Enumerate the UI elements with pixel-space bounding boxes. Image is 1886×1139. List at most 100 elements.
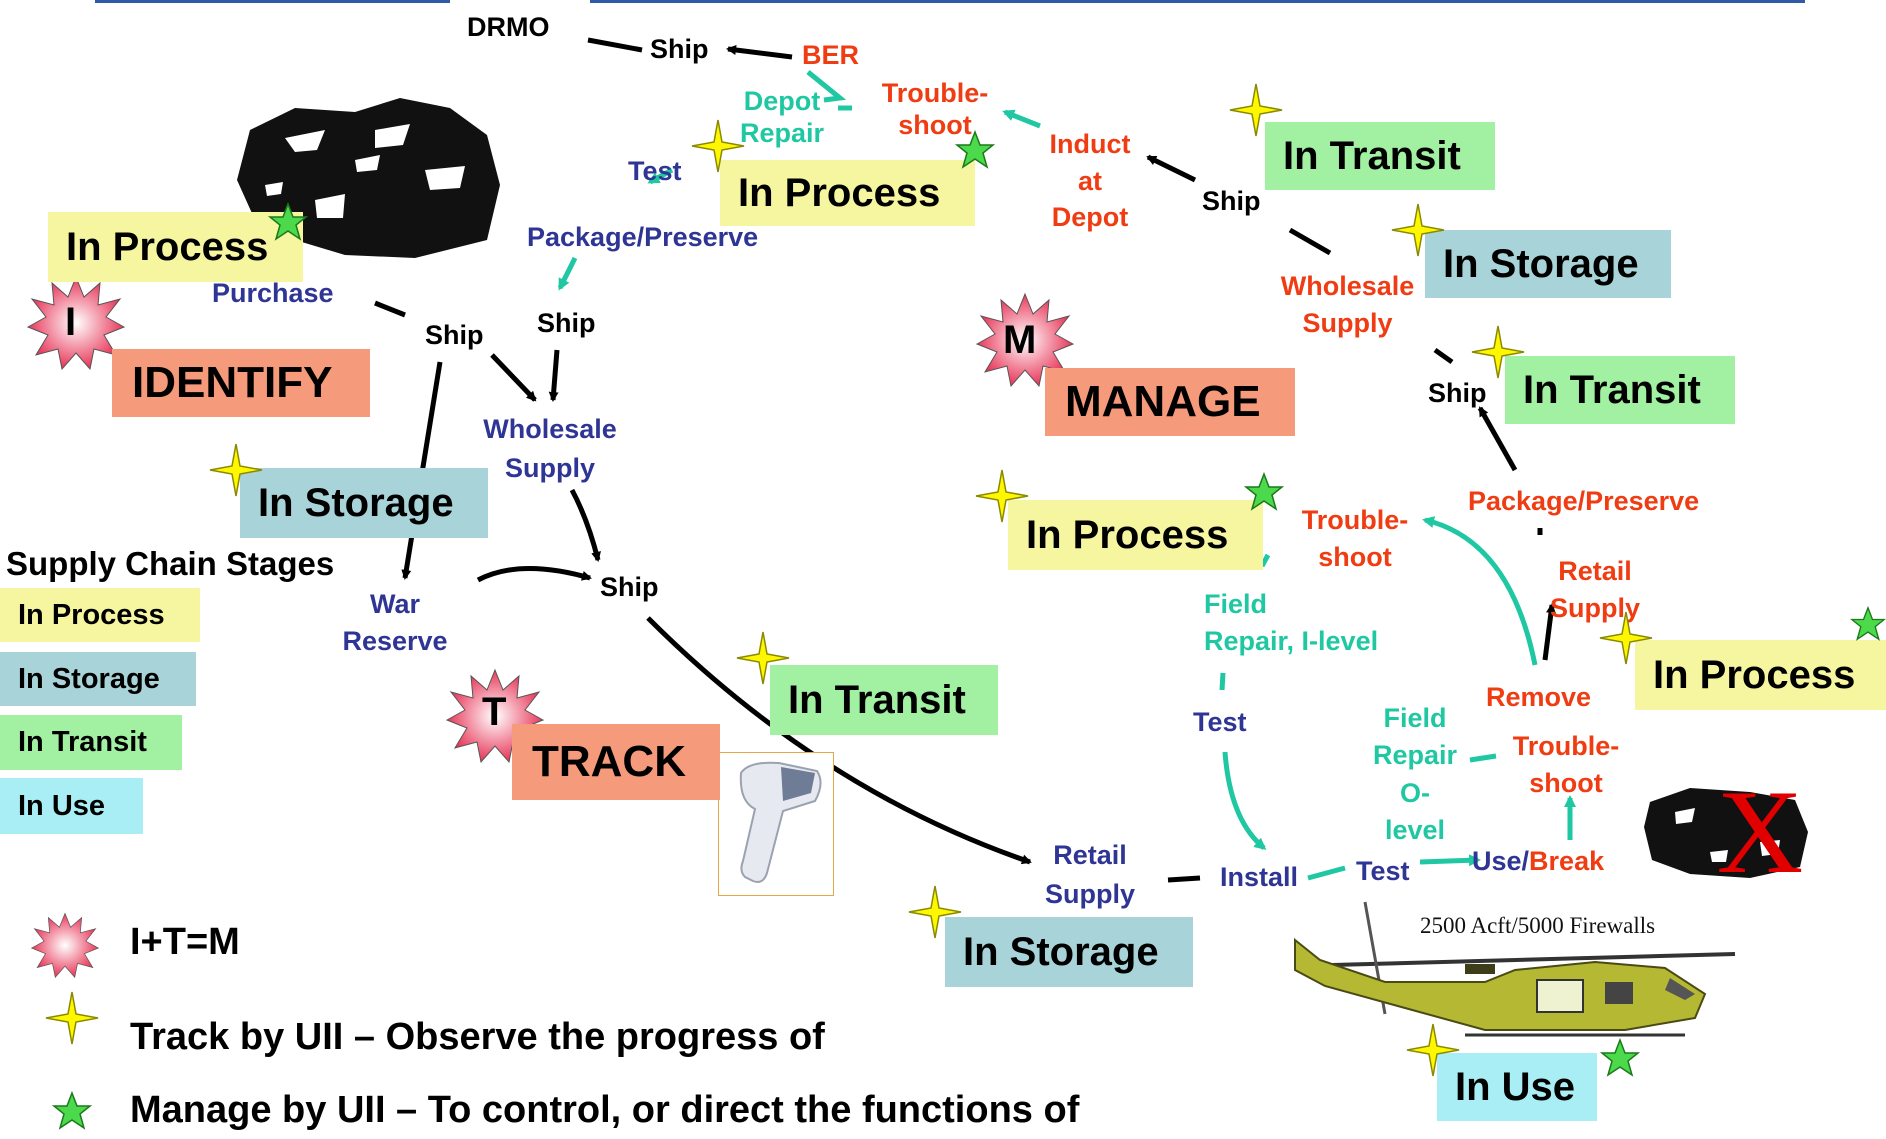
arrow-retail-to-install <box>1167 875 1201 883</box>
track-star-icon <box>691 119 745 173</box>
stage-box-in-transit: In Transit <box>1505 356 1735 424</box>
arrow-test-to-use <box>1419 854 1481 867</box>
node-use-break: Use/Break <box>1472 846 1604 878</box>
arrow-ship-to-induct <box>1146 154 1197 183</box>
track-label: TRACK <box>532 737 686 786</box>
node-package-preserve: Package/Preserve <box>527 222 759 252</box>
node-troubleshoot-depot: Trouble- shoot <box>881 78 989 140</box>
legend-formula: I+T=M <box>130 921 240 963</box>
track-star-icon <box>1599 611 1653 665</box>
node-induct-at-depot: Induct at Depot <box>1049 129 1131 233</box>
node-purchase: Purchase <box>212 278 334 308</box>
node-drmo: DRMO <box>467 12 550 42</box>
stage-box-in-use: In Use <box>1437 1053 1597 1121</box>
stage-box-in-process: In Process <box>720 160 975 226</box>
legend-track-text: Track by UII – Observe the progress of <box>130 1016 825 1058</box>
arrow-test-to-install <box>1222 751 1267 850</box>
node-field-repair-o-level: Field Repair O- level <box>1372 703 1458 845</box>
helicopter-caption: 2500 Acft/5000 Firewalls <box>1420 913 1656 938</box>
node-package-preserve-right: Package/Preserve <box>1468 486 1700 516</box>
stage-box-in-storage: In Storage <box>945 917 1193 987</box>
node-ship: Ship <box>1202 186 1261 216</box>
node-install: Install <box>1220 862 1299 892</box>
arrow-purchase-to-ship <box>374 300 406 318</box>
node-wholesale-supply-right: Wholesale Supply <box>1280 271 1415 339</box>
arrow-wholesale-to-ship <box>1288 227 1332 256</box>
arrow-field-o-to-troubleshoot <box>1469 753 1497 763</box>
arrow-troubleshoot-to-remove <box>1422 516 1538 666</box>
identify-phase-box: IDENTIFY <box>112 349 370 417</box>
node-break: Break <box>1529 846 1605 876</box>
barcode-scanner-photo-frame <box>718 752 834 896</box>
node-wholesale-supply: Wholesale Supply <box>483 414 617 484</box>
top-rule-gap <box>450 0 590 6</box>
node-ber: BER <box>802 40 860 70</box>
arrow-field-to-test <box>1219 672 1226 691</box>
legend-manage-text: Manage by UII – To control, or direct th… <box>130 1089 1080 1131</box>
node-field-repair-i-level: Field Repair, I-level <box>1204 589 1379 657</box>
track-star-icon <box>1406 1023 1460 1077</box>
manage-star-icon <box>955 130 995 169</box>
manage-label: MANAGE <box>1065 377 1261 426</box>
track-phase-box: TRACK <box>512 724 720 800</box>
x-mark: X <box>1716 765 1804 898</box>
arrow-test-to-package <box>647 167 674 185</box>
node-troubleshoot-o-level: Trouble- shoot <box>1512 731 1620 799</box>
track-letter: T <box>482 690 507 734</box>
identify-label: IDENTIFY <box>132 358 333 407</box>
arrow-ship-down <box>548 349 560 402</box>
track-star-legend-icon <box>45 991 99 1045</box>
arrow-ber-to-depot <box>806 70 847 103</box>
manage-star-icon <box>268 202 308 241</box>
node-use: Use/ <box>1472 846 1530 876</box>
node-test: Test <box>1356 856 1410 886</box>
node-remove: Remove <box>1486 682 1592 712</box>
identify-burst-icon <box>26 275 126 370</box>
legend-item-in-process: In Process <box>0 588 200 642</box>
track-star-icon <box>1229 83 1283 137</box>
legend-title: Supply Chain Stages <box>6 545 335 582</box>
track-star-icon <box>209 443 263 497</box>
arrow-war-reserve-to-ship <box>476 565 592 583</box>
arrow-induct-to-troubleshoot <box>1002 109 1041 129</box>
stage-box-in-process: In Process <box>1008 500 1263 570</box>
stage-box-in-transit: In Transit <box>770 665 998 735</box>
track-star-icon <box>736 631 790 685</box>
stage-box-in-process: In Process <box>48 212 303 282</box>
node-ship: Ship <box>600 572 659 602</box>
manage-burst-icon <box>975 292 1075 387</box>
manage-star-icon <box>1600 1038 1640 1077</box>
manage-letter: M <box>1003 318 1037 362</box>
stage-box-in-process: In Process <box>1635 640 1886 710</box>
stage-box-in-storage: In Storage <box>1425 230 1671 298</box>
arrow-troubleshoot-to-field <box>1259 553 1271 568</box>
arrow-install-to-test <box>1307 865 1346 881</box>
node-ship: Ship <box>1428 378 1487 408</box>
stage-box-in-transit: In Transit <box>1265 122 1495 190</box>
node-ship: Ship <box>425 320 484 350</box>
track-star-icon <box>1391 203 1445 257</box>
arrow-ship-to-wholesale-right <box>1433 347 1454 365</box>
node-test: Test <box>628 156 682 186</box>
manage-star-icon <box>1244 472 1284 511</box>
broken-part-small-photo-icon <box>1644 788 1808 878</box>
helicopter-icon <box>1294 901 1736 1037</box>
legend-item-in-storage: In Storage <box>0 652 196 706</box>
identify-letter: I <box>65 300 77 344</box>
node-war-reserve: War Reserve <box>342 589 448 657</box>
node-ship: Ship <box>537 308 596 338</box>
arrow-package-to-ship <box>1477 406 1518 472</box>
stage-box-in-storage: In Storage <box>240 468 488 538</box>
node-ship: Ship <box>650 34 709 64</box>
manage-star-icon <box>1850 605 1886 641</box>
track-star-icon <box>1471 325 1525 379</box>
legend-item-in-use: In Use <box>0 778 143 834</box>
track-star-icon <box>908 885 962 939</box>
node-depot-repair: Depot Repair <box>739 86 825 148</box>
track-star-icon <box>975 469 1029 523</box>
legend-item-in-transit: In Transit <box>0 715 182 770</box>
top-rule <box>95 0 1805 3</box>
node-troubleshoot-field: Trouble- shoot <box>1301 505 1409 573</box>
